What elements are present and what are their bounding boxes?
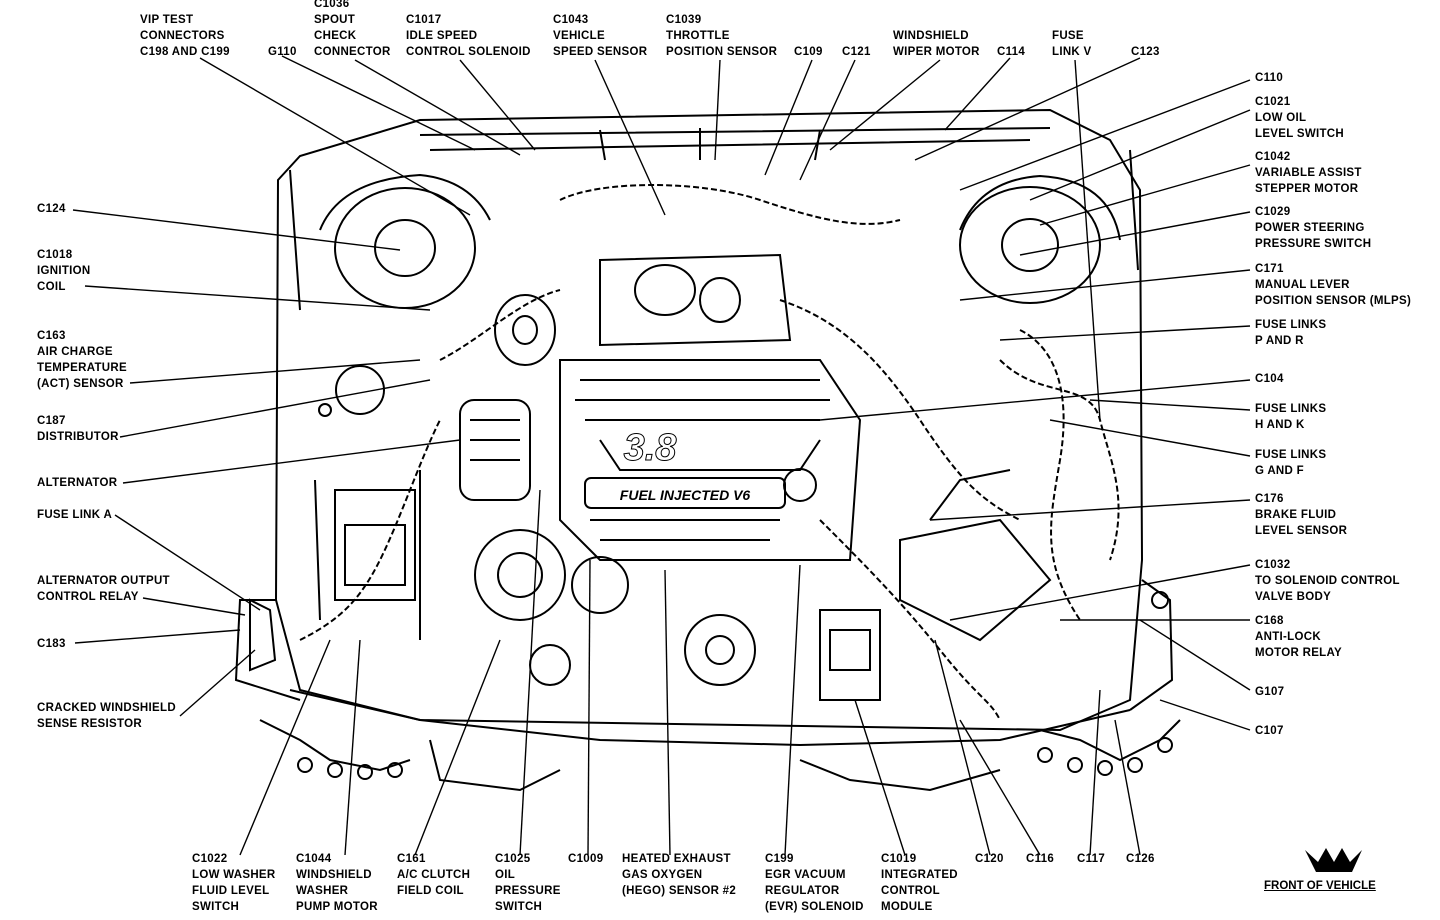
- label-c121: C121: [842, 46, 871, 58]
- label-ignition-coil: C1018 IGNITION COIL: [37, 249, 91, 293]
- label-manual-lever-position-sensor: C171 MANUAL LEVER POSITION SENSOR (MLPS): [1255, 263, 1412, 307]
- label-c124: C124: [37, 203, 66, 215]
- label-c120: C120: [975, 853, 1004, 865]
- label-anti-lock-motor-relay: C168 ANTI-LOCK MOTOR RELAY: [1255, 615, 1343, 659]
- label-c123: C123: [1131, 46, 1160, 58]
- label-fuse-link-v: FUSE LINK V: [1052, 30, 1092, 58]
- label-idle-speed-control-solenoid: C1017 IDLE SPEED CONTROL SOLENOID: [406, 14, 531, 58]
- engine-drawing: [234, 108, 1181, 792]
- label-low-oil-level-switch: C1021 LOW OIL LEVEL SWITCH: [1255, 96, 1345, 140]
- engine-badge-text: FUEL INJECTED V6: [620, 487, 751, 503]
- label-oil-pressure-switch: C1025 OIL PRESSURE SWITCH: [495, 853, 561, 913]
- label-spout-check-connector: C1036 SPOUT CHECK CONNECTOR: [314, 0, 391, 58]
- leader-lines: [72, 55, 1251, 856]
- engine-displacement-text: 3.8: [624, 427, 678, 469]
- label-egr-vacuum-regulator-solenoid: C199 EGR VACUUM REGULATOR (EVR) SOLENOID: [765, 853, 864, 913]
- label-fuse-links-p-r: FUSE LINKS P AND R: [1255, 319, 1327, 347]
- label-alternator-output-control-relay: ALTERNATOR OUTPUT CONTROL RELAY: [37, 575, 170, 603]
- label-solenoid-control-valve-body: C1032 TO SOLENOID CONTROL VALVE BODY: [1255, 559, 1400, 603]
- label-brake-fluid-level-sensor: C176 BRAKE FLUID LEVEL SENSOR: [1255, 493, 1348, 537]
- front-of-vehicle-emblem: [1305, 848, 1362, 872]
- label-c107: C107: [1255, 725, 1284, 737]
- label-vehicle-speed-sensor: C1043 VEHICLE SPEED SENSOR: [553, 14, 648, 58]
- label-c104: C104: [1255, 373, 1284, 385]
- label-c116: C116: [1026, 853, 1055, 865]
- label-variable-assist-stepper-motor: C1042 VARIABLE ASSIST STEPPER MOTOR: [1255, 151, 1362, 195]
- label-c109: C109: [794, 46, 823, 58]
- label-throttle-position-sensor: C1039 THROTTLE POSITION SENSOR: [666, 14, 778, 58]
- label-c183: C183: [37, 638, 66, 650]
- label-air-charge-temperature-sensor: C163 AIR CHARGE TEMPERATURE (ACT) SENSOR: [37, 330, 127, 390]
- label-cracked-windshield-sense-resistor: CRACKED WINDSHIELD SENSE RESISTOR: [37, 702, 176, 730]
- label-fuse-links-g-f: FUSE LINKS G AND F: [1255, 449, 1327, 477]
- label-windshield-washer-pump-motor: C1044 WINDSHIELD WASHER PUMP MOTOR: [296, 853, 378, 913]
- label-hego-sensor-2: HEATED EXHAUST GAS OXYGEN (HEGO) SENSOR …: [622, 853, 737, 897]
- label-g107: G107: [1255, 686, 1285, 698]
- label-power-steering-pressure-switch: C1029 POWER STEERING PRESSURE SWITCH: [1255, 206, 1372, 250]
- label-c114: C114: [997, 46, 1026, 58]
- label-ac-clutch-field-coil: C161 A/C CLUTCH FIELD COIL: [397, 853, 471, 897]
- front-of-vehicle-label: FRONT OF VEHICLE: [1264, 880, 1376, 892]
- label-c1009: C1009: [568, 853, 604, 865]
- label-vip-test-connectors: VIP TEST CONNECTORS C198 AND C199: [140, 14, 230, 58]
- label-fuse-links-h-k: FUSE LINKS H AND K: [1255, 403, 1327, 431]
- label-windshield-wiper-motor: WINDSHIELD WIPER MOTOR: [893, 30, 980, 58]
- label-alternator: ALTERNATOR: [37, 477, 118, 489]
- label-low-washer-fluid-level-switch: C1022 LOW WASHER FLUID LEVEL SWITCH: [192, 853, 276, 913]
- label-fuse-link-a: FUSE LINK A: [37, 509, 113, 521]
- label-c126: C126: [1126, 853, 1155, 865]
- label-distributor: C187 DISTRIBUTOR: [37, 415, 119, 443]
- label-g110: G110: [268, 46, 297, 58]
- label-integrated-control-module: C1019 INTEGRATED CONTROL MODULE: [881, 853, 958, 913]
- label-c117: C117: [1077, 853, 1106, 865]
- label-c110: C110: [1255, 72, 1284, 84]
